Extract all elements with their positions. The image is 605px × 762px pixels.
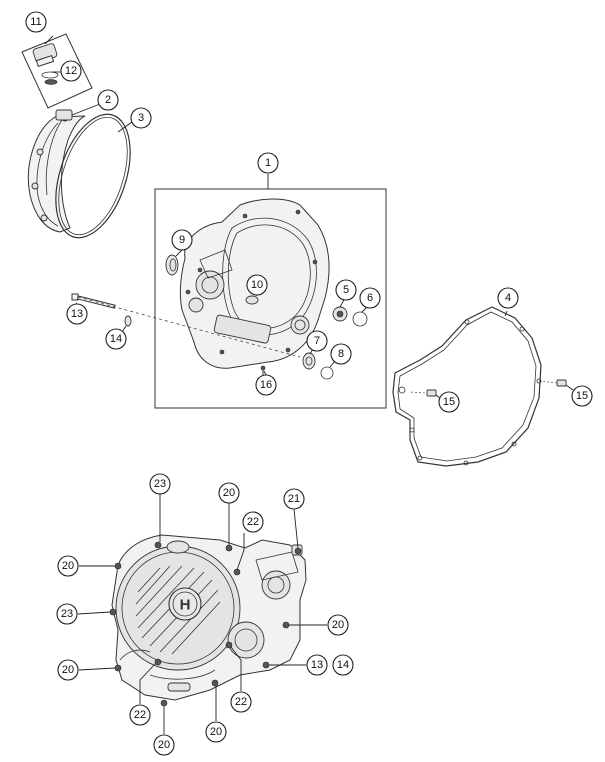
callout-6: 6 — [359, 287, 381, 309]
callout-20-bottom-right: 20 — [205, 721, 227, 743]
svg-text:14: 14 — [337, 659, 349, 671]
svg-text:21: 21 — [288, 493, 300, 505]
clutch-cover-gasket — [392, 306, 574, 467]
svg-text:20: 20 — [158, 739, 170, 751]
callout-20-left-bottom: 20 — [57, 659, 79, 681]
svg-text:22: 22 — [235, 696, 247, 708]
callout-20-bottom-left: 20 — [153, 734, 175, 756]
svg-text:13: 13 — [71, 308, 83, 320]
outer-clutch-cover — [27, 103, 101, 233]
svg-text:12: 12 — [65, 65, 77, 77]
callout-22-top: 22 — [242, 511, 264, 533]
callout-4: 4 — [497, 287, 519, 309]
callout-14-bottom: 14 — [332, 654, 354, 676]
assembled-clutch-cover: H — [109, 534, 307, 707]
svg-text:15: 15 — [443, 396, 455, 408]
svg-text:20: 20 — [223, 487, 235, 499]
callout-7: 7 — [306, 330, 328, 352]
callout-2: 2 — [97, 89, 119, 111]
callout-20-top: 20 — [218, 482, 240, 504]
svg-text:20: 20 — [210, 726, 222, 738]
callout-12: 12 — [60, 60, 82, 82]
callout-21: 21 — [283, 488, 305, 510]
callout-23-top: 23 — [149, 473, 171, 495]
svg-text:22: 22 — [247, 516, 259, 528]
svg-text:22: 22 — [134, 709, 146, 721]
svg-text:4: 4 — [505, 292, 511, 304]
leader-lines — [77, 493, 327, 734]
callout-14-top: 14 — [105, 328, 127, 350]
logo-letter: H — [180, 597, 191, 614]
callout-16: 16 — [255, 374, 277, 396]
svg-text:6: 6 — [367, 292, 373, 304]
callout-23-left: 23 — [56, 603, 78, 625]
svg-text:20: 20 — [62, 664, 74, 676]
callout-8: 8 — [330, 343, 352, 365]
svg-text:14: 14 — [110, 333, 122, 345]
svg-text:13: 13 — [311, 659, 323, 671]
svg-text:1: 1 — [265, 157, 271, 169]
svg-text:7: 7 — [314, 335, 320, 347]
callout-9: 9 — [171, 229, 193, 251]
svg-text:20: 20 — [62, 560, 74, 572]
callout-5: 5 — [335, 279, 357, 301]
outer-cover-gasket — [55, 113, 133, 239]
callout-13-top: 13 — [66, 303, 88, 325]
callout-10: 10 — [246, 274, 268, 296]
svg-text:5: 5 — [343, 284, 349, 296]
svg-text:23: 23 — [61, 608, 73, 620]
callout-22-right: 22 — [230, 691, 252, 713]
callout-3: 3 — [130, 107, 152, 129]
svg-text:15: 15 — [576, 390, 588, 402]
svg-text:16: 16 — [260, 379, 272, 391]
svg-text:10: 10 — [251, 279, 263, 291]
brand-logo — [168, 587, 202, 621]
callout-11: 11 — [25, 11, 47, 33]
callout-15-left: 15 — [438, 391, 460, 413]
callout-13-bottom: 13 — [306, 654, 328, 676]
svg-text:3: 3 — [138, 112, 144, 124]
callout-15-right: 15 — [571, 385, 593, 407]
svg-text:20: 20 — [332, 619, 344, 631]
callout-1: 1 — [257, 152, 279, 174]
svg-text:9: 9 — [179, 234, 185, 246]
svg-text:11: 11 — [30, 16, 41, 28]
callout-22-left: 22 — [129, 704, 151, 726]
svg-text:2: 2 — [105, 94, 111, 106]
svg-text:23: 23 — [154, 478, 166, 490]
callout-20-right: 20 — [327, 614, 349, 636]
kit-frame — [154, 188, 387, 409]
callout-20-left-top: 20 — [57, 555, 79, 577]
plug-detail-frame — [21, 33, 93, 109]
svg-text:8: 8 — [338, 348, 344, 360]
